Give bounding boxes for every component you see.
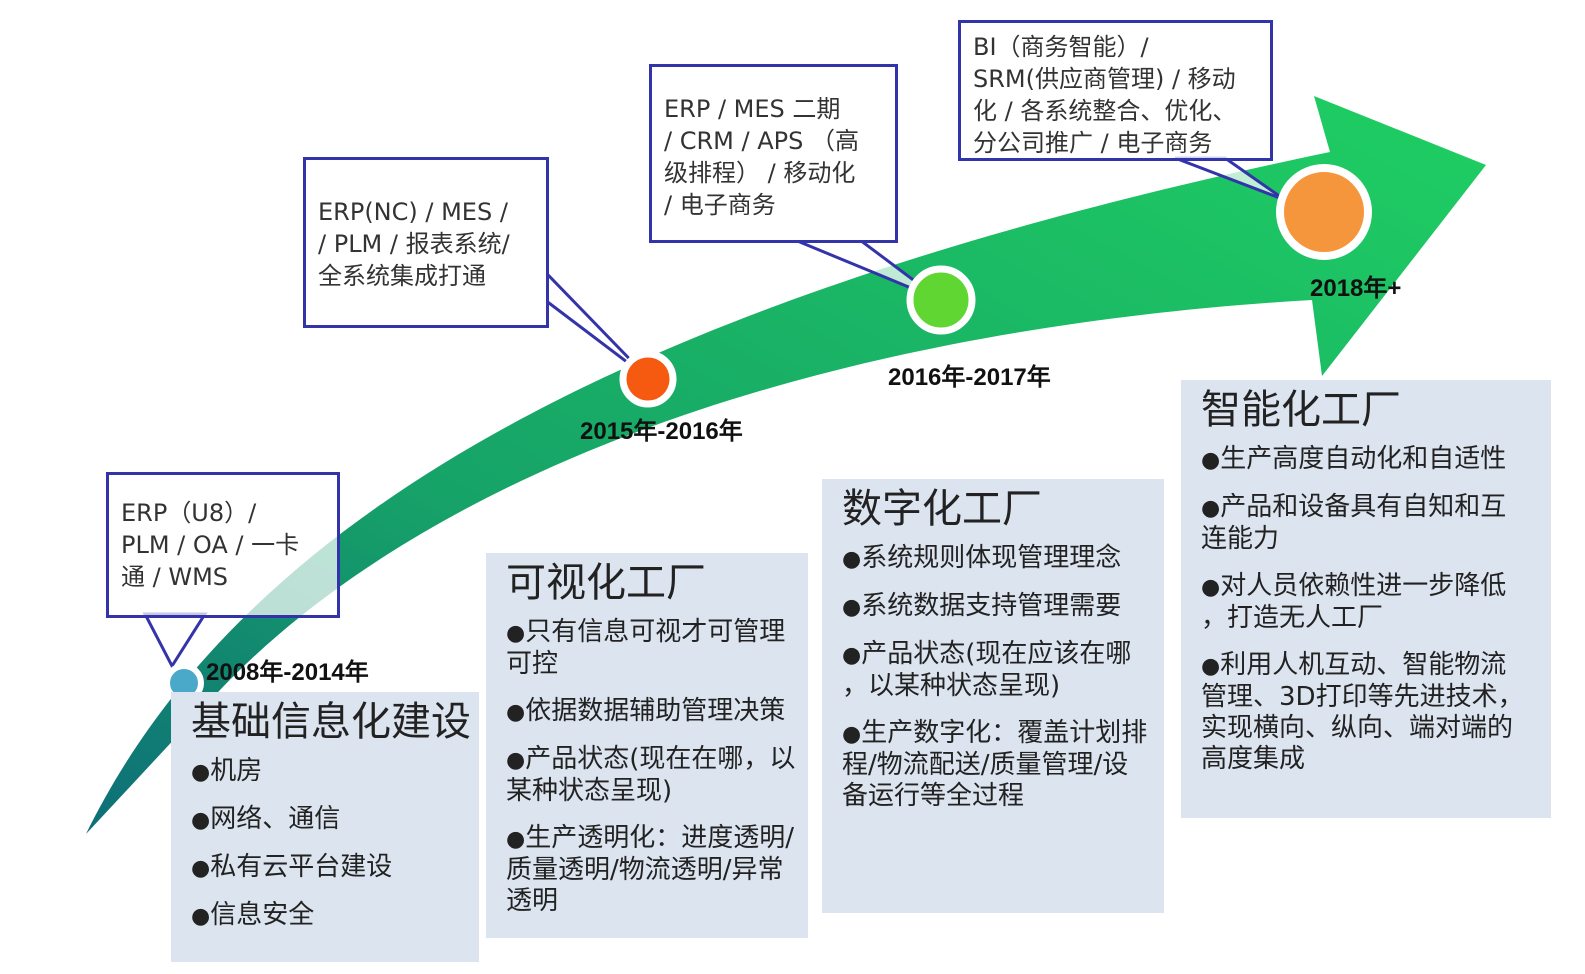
callout-line: 全系统集成打通 — [318, 262, 486, 290]
list-item-text: 私有云平台建设 — [210, 852, 393, 882]
list-item-text: ，以某种状态呈现) — [842, 671, 1061, 701]
callout-pointer-1 — [142, 612, 208, 670]
list-item-text: 实现横向、纵向、端对端的 — [1201, 713, 1514, 743]
callout-stage-4: BI（商务智能）/ SRM(供应商管理) / 移动 化 / 各系统整合、优化、 … — [958, 20, 1273, 161]
list-item: ●利用人机互动、智能物流 管理、3D打印等先进技术， 实现横向、纵向、端对端的 … — [1201, 650, 1543, 775]
panel-list: ●系统规则体现管理理念 ●系统数据支持管理需要 ●产品状态(现在应该在哪 ，以某… — [842, 543, 1156, 812]
list-item-text: 连能力 — [1201, 524, 1280, 554]
panel-list: ●只有信息可视才可管理 可控 ●依据数据辅助管理决策 ●产品状态(现在在哪，以 … — [506, 617, 800, 917]
list-item-text: 某种状态呈现) — [506, 776, 673, 806]
list-item: ●依据数据辅助管理决策 — [506, 696, 800, 728]
list-item-text: ，打造无人工厂 — [1201, 603, 1384, 633]
bullet: ● — [506, 700, 526, 725]
list-item: ●网络、通信 — [191, 804, 471, 836]
bullet: ● — [842, 547, 862, 572]
panel-title: 数字化工厂 — [842, 486, 1042, 532]
year-label-2016: 2016年-2017年 — [888, 364, 1051, 391]
panel-list: ●机房 ●网络、通信 ●私有云平台建设 ●信息安全 — [191, 756, 471, 932]
list-item-text: 透明 — [506, 886, 559, 916]
callout-stage-2: ERP(NC) / MES / / PLM / 报表系统/ 全系统集成打通 — [303, 157, 549, 328]
milestone-dot-2018 — [1276, 164, 1372, 260]
list-item: ●系统数据支持管理需要 — [842, 591, 1156, 623]
callout-line: BI（商务智能）/ — [973, 33, 1149, 61]
bullet: ● — [191, 856, 211, 881]
panel-title: 智能化工厂 — [1201, 387, 1401, 433]
list-item-text: 备运行等全过程 — [842, 781, 1025, 811]
list-item: ●产品状态(现在在哪，以 某种状态呈现) — [506, 744, 800, 807]
list-item: ●系统规则体现管理理念 — [842, 543, 1156, 575]
panel-title: 基础信息化建设 — [191, 699, 471, 745]
list-item: ●产品状态(现在应该在哪 ，以某种状态呈现) — [842, 639, 1156, 702]
list-item: ●产品和设备具有自知和互 连能力 — [1201, 492, 1543, 555]
list-item-text: 程/物流配送/质量管理/设 — [842, 750, 1129, 780]
callout-line: / CRM / APS （高 — [664, 127, 859, 155]
callout-line: PLM / OA / 一卡 — [121, 531, 300, 559]
bullet: ● — [842, 722, 862, 747]
list-item-text: 生产数字化：覆盖计划排 — [861, 718, 1148, 748]
callout-line: SRM(供应商管理) / 移动 — [973, 65, 1236, 93]
list-item-text: 管理、3D打印等先进技术， — [1201, 682, 1524, 712]
panel-smart-factory: 智能化工厂 ●生产高度自动化和自适性 ●产品和设备具有自知和互 连能力 ●对人员… — [1181, 380, 1551, 818]
callout-line: ERP(NC) / MES / — [318, 198, 508, 226]
list-item-text: 机房 — [210, 756, 263, 786]
bullet: ● — [1201, 448, 1221, 473]
list-item-text: 依据数据辅助管理决策 — [525, 696, 786, 726]
bullet: ● — [191, 904, 211, 929]
panel-basic-informatization: 基础信息化建设 ●机房 ●网络、通信 ●私有云平台建设 ●信息安全 — [171, 692, 479, 962]
list-item-text: 系统数据支持管理需要 — [861, 591, 1122, 621]
list-item-text: 可控 — [506, 649, 559, 679]
panel-visual-factory: 可视化工厂 ●只有信息可视才可管理 可控 ●依据数据辅助管理决策 ●产品状态(现… — [486, 553, 808, 938]
callout-line: / 电子商务 — [664, 191, 776, 219]
list-item-text: 对人员依赖性进一步降低 — [1220, 571, 1507, 601]
list-item: ●生产透明化：进度透明/ 质量透明/物流透明/异常 透明 — [506, 823, 800, 917]
list-item: ●只有信息可视才可管理 可控 — [506, 617, 800, 680]
bullet: ● — [191, 760, 211, 785]
year-label-2008: 2008年-2014年 — [206, 659, 369, 686]
bullet: ● — [506, 748, 526, 773]
bullet: ● — [506, 621, 526, 646]
list-item-text: 信息安全 — [210, 900, 315, 930]
list-item: ●信息安全 — [191, 900, 471, 932]
list-item-text: 利用人机互动、智能物流 — [1220, 650, 1507, 680]
list-item-text: 高度集成 — [1201, 744, 1306, 774]
panel-title: 可视化工厂 — [506, 560, 706, 606]
list-item-text: 生产透明化：进度透明/ — [525, 823, 794, 853]
list-item-text: 系统规则体现管理理念 — [861, 543, 1122, 573]
panel-list: ●生产高度自动化和自适性 ●产品和设备具有自知和互 连能力 ●对人员依赖性进一步… — [1201, 444, 1543, 775]
list-item-text: 产品状态(现在应该在哪 — [861, 639, 1132, 669]
list-item: ●私有云平台建设 — [191, 852, 471, 884]
list-item: ●机房 — [191, 756, 471, 788]
callout-line: ERP（U8）/ — [121, 499, 257, 527]
callout-line: 通 / WMS — [121, 563, 229, 591]
callout-line: 分公司推广 / 电子商务 — [973, 129, 1213, 157]
bullet: ● — [1201, 496, 1221, 521]
callout-line: ERP / MES 二期 — [664, 95, 841, 123]
bullet: ● — [842, 595, 862, 620]
milestone-dot-2016 — [906, 265, 976, 335]
list-item-text: 产品和设备具有自知和互 — [1220, 492, 1507, 522]
bullet: ● — [1201, 654, 1221, 679]
panel-digital-factory: 数字化工厂 ●系统规则体现管理理念 ●系统数据支持管理需要 ●产品状态(现在应该… — [822, 479, 1164, 913]
list-item-text: 产品状态(现在在哪，以 — [525, 744, 796, 774]
callout-stage-1: ERP（U8）/ PLM / OA / 一卡 通 / WMS — [106, 472, 340, 618]
list-item: ●生产数字化：覆盖计划排 程/物流配送/质量管理/设 备运行等全过程 — [842, 718, 1156, 812]
list-item-text: 网络、通信 — [210, 804, 341, 834]
bullet: ● — [191, 808, 211, 833]
arrow-body — [86, 96, 1486, 834]
bullet: ● — [1201, 575, 1221, 600]
bullet: ● — [842, 643, 862, 668]
year-label-2015: 2015年-2016年 — [580, 418, 743, 445]
list-item-text: 生产高度自动化和自适性 — [1220, 444, 1507, 474]
list-item: ●对人员依赖性进一步降低 ，打造无人工厂 — [1201, 571, 1543, 634]
callout-line: 级排程） / 移动化 — [664, 159, 856, 187]
callout-line: / PLM / 报表系统/ — [318, 230, 510, 258]
callout-line: 化 / 各系统整合、优化、 — [973, 97, 1237, 125]
milestone-dot-2015 — [619, 350, 677, 408]
bullet: ● — [506, 827, 526, 852]
list-item-text: 质量透明/物流透明/异常 — [506, 855, 784, 885]
list-item-text: 只有信息可视才可管理 — [525, 617, 786, 647]
callout-stage-3: ERP / MES 二期 / CRM / APS （高 级排程） / 移动化 /… — [649, 64, 898, 243]
list-item: ●生产高度自动化和自适性 — [1201, 444, 1543, 476]
year-label-2018: 2018年+ — [1310, 275, 1402, 302]
